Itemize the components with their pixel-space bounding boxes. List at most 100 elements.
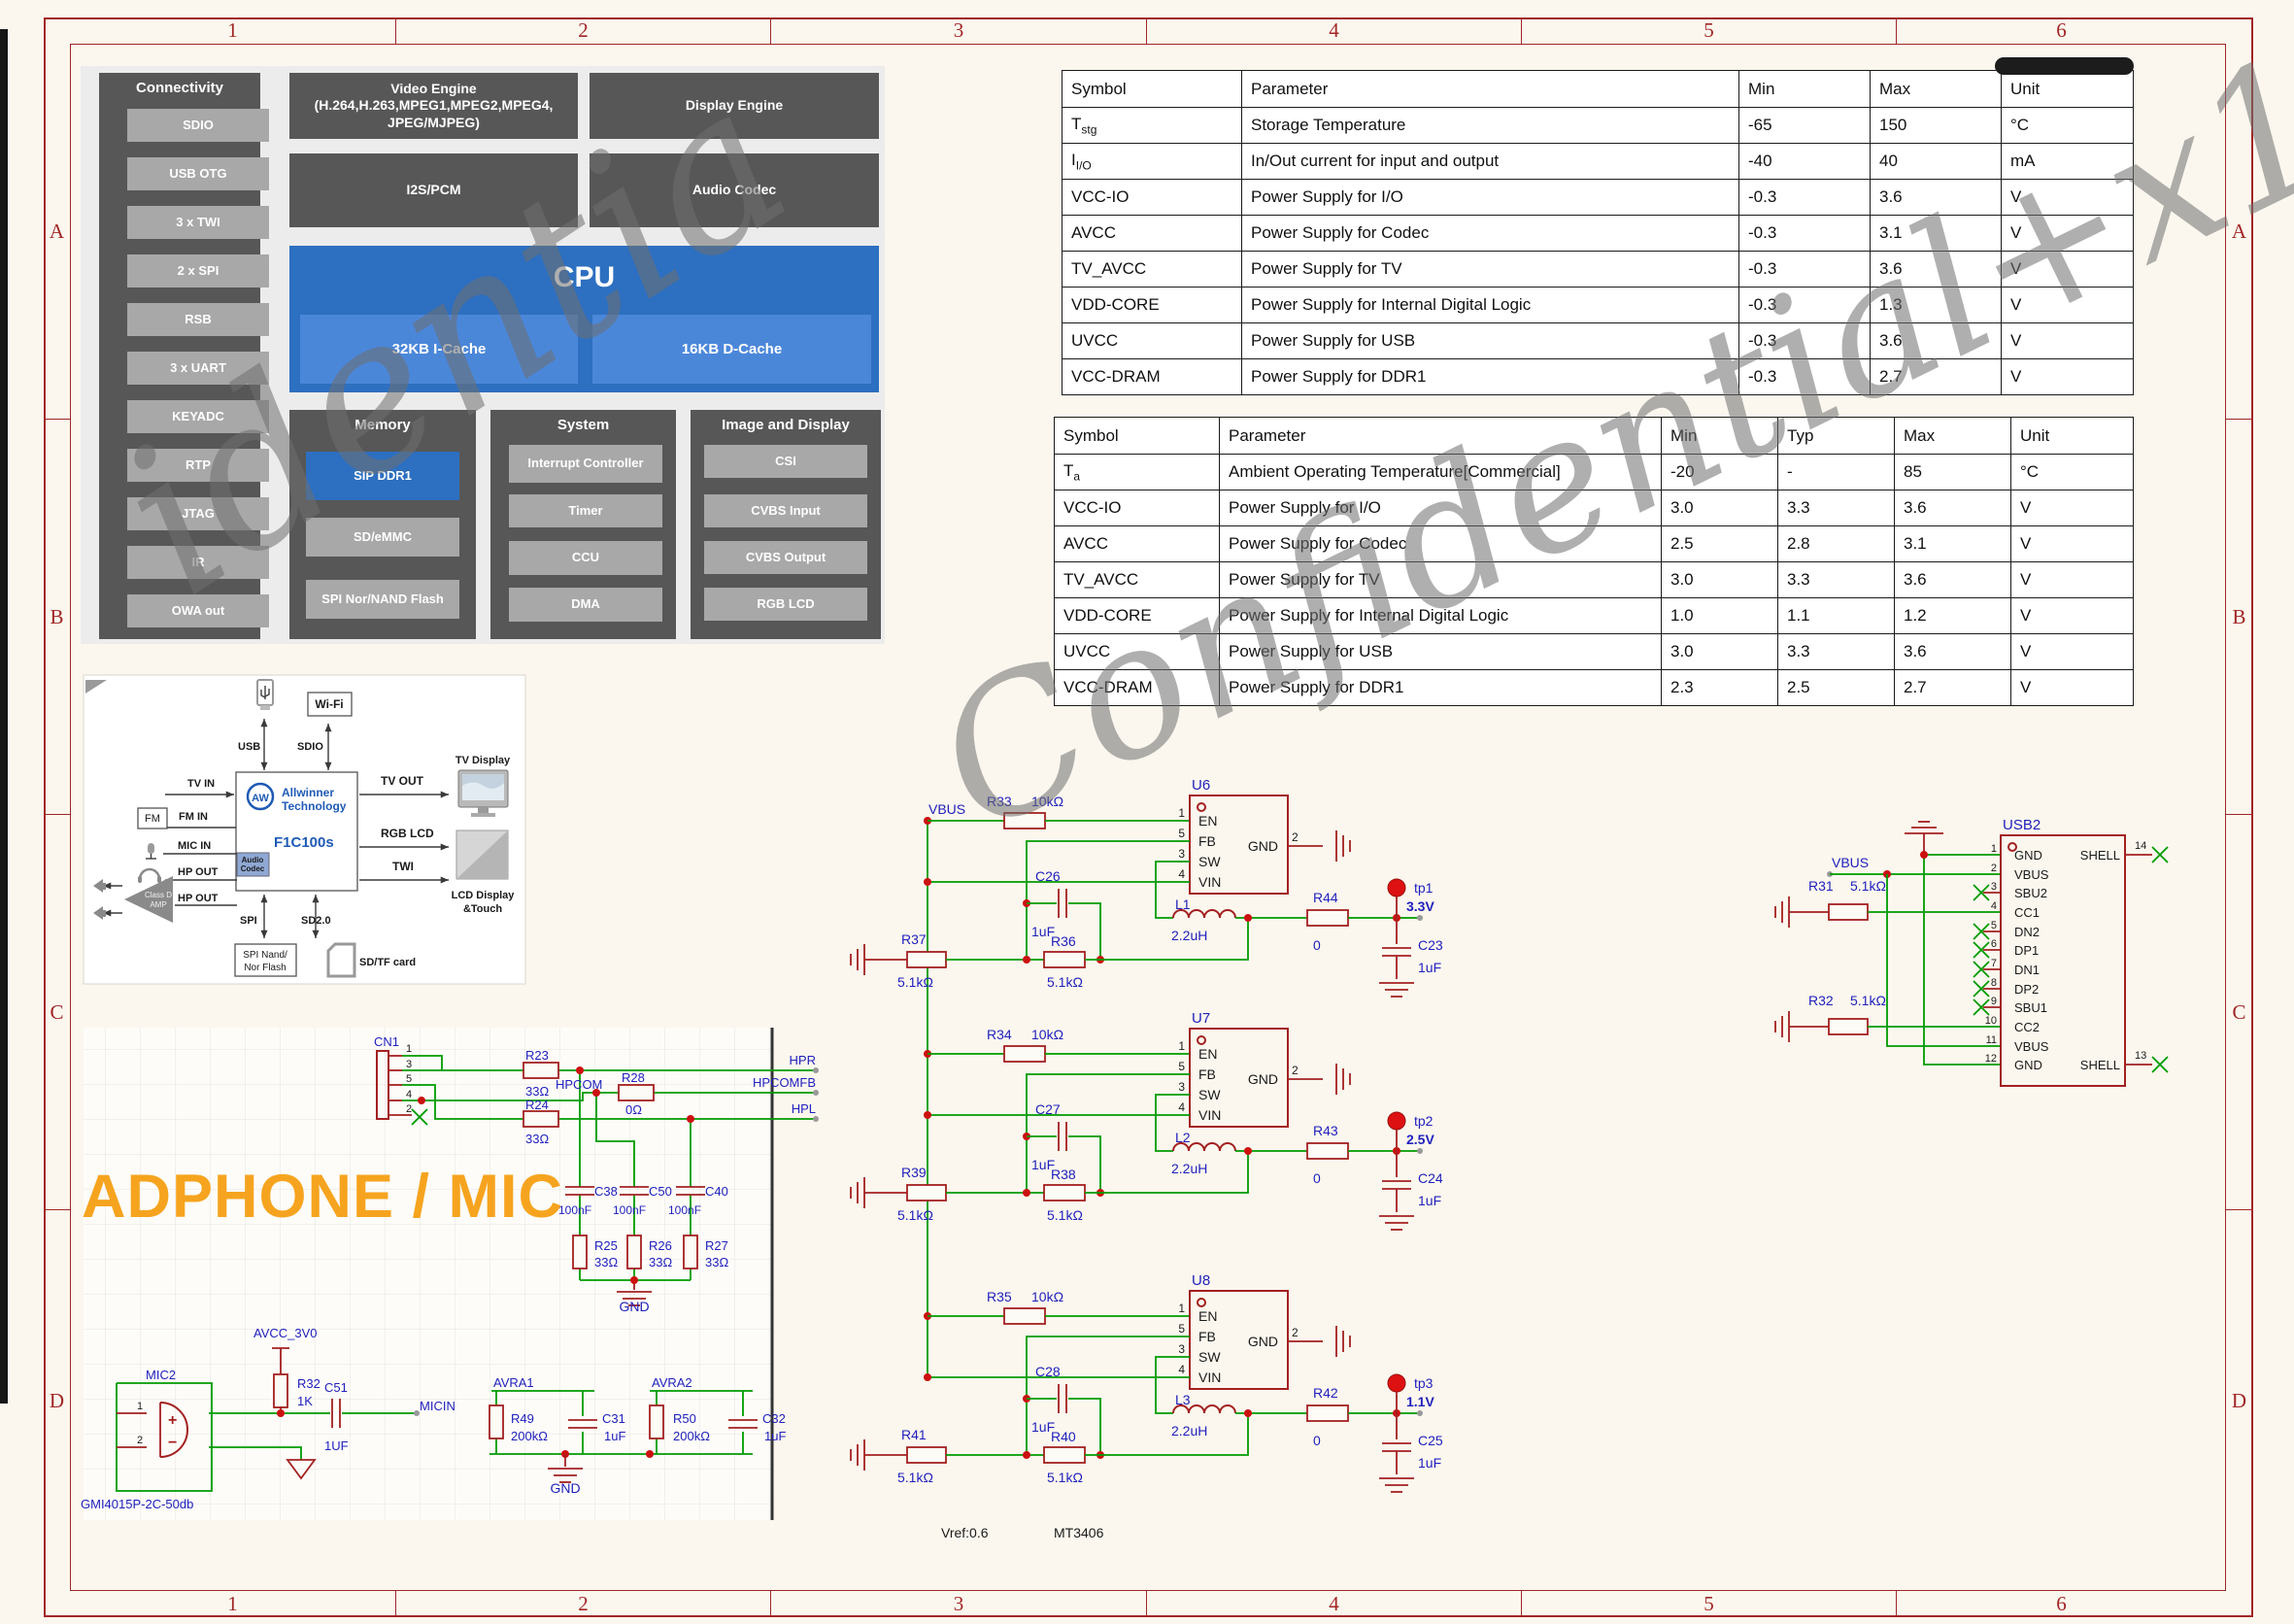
schematic-label: 2.5V <box>1406 1132 1434 1147</box>
schematic-label: 5.1kΩ <box>897 1470 933 1485</box>
symbol-cell: UVCC <box>1062 322 1242 359</box>
schematic-label: HPL <box>792 1101 816 1116</box>
schematic-label: + <box>168 1412 177 1429</box>
schematic-label: 1 <box>406 1043 412 1055</box>
schematic-label: 0 <box>1313 1433 1321 1448</box>
schematic-label: 7 <box>1991 958 1997 969</box>
resistor <box>273 1373 288 1408</box>
schematic-label: CC2 <box>2014 1020 2040 1034</box>
resistor <box>572 1235 588 1269</box>
pin1-marker <box>1197 1035 1206 1045</box>
schematic-label: R25 <box>594 1238 618 1253</box>
bd-sub-block: CVBS Output <box>704 541 867 574</box>
schematic-label: R37 <box>901 931 927 947</box>
schematic-label: FB <box>1198 1329 1216 1344</box>
schematic-label: MIC IN <box>178 840 211 852</box>
connectivity-item: RTP <box>127 449 269 482</box>
zone-col-label: 2 <box>396 17 771 44</box>
value-cell: 2.7 <box>1870 358 2002 395</box>
wire <box>1155 1356 1190 1414</box>
schematic-label: GND <box>1248 1071 1278 1087</box>
schematic-label: L1 <box>1175 897 1191 912</box>
schematic-label: 33Ω <box>705 1255 728 1269</box>
zone-col-label: 6 <box>2056 1592 2067 1615</box>
diagram-box <box>137 807 168 829</box>
schematic-label: VIN <box>1198 874 1221 890</box>
schematic-label: Codec <box>241 864 265 873</box>
regulator-ic <box>1189 1028 1289 1128</box>
arrow-head <box>312 930 320 938</box>
value-cell: 150 <box>1870 107 2002 144</box>
value-cell: V <box>2010 597 2134 634</box>
value-cell: 2.5 <box>1661 525 1778 562</box>
schematic-label: SHELL <box>2080 848 2120 863</box>
wire <box>1886 874 2001 1047</box>
value-cell: 2.3 <box>1661 669 1778 706</box>
icache-block: 32KB I-Cache <box>300 315 578 384</box>
triangle-symbol <box>286 1459 317 1480</box>
wire <box>1973 923 1990 940</box>
junction-dot <box>924 1373 931 1381</box>
schematic-label: 33Ω <box>594 1255 618 1269</box>
schematic-label: TV OUT <box>381 774 424 788</box>
schematic-label: DP1 <box>2014 943 2039 958</box>
schematic-label: 2.2uH <box>1171 1423 1207 1438</box>
inductor <box>1172 1404 1236 1414</box>
schematic-label: MICIN <box>420 1399 455 1413</box>
schematic-label: R50 <box>673 1411 696 1426</box>
zone-row-label: C <box>44 815 70 1210</box>
schematic-label: 4 <box>1178 1363 1185 1376</box>
speaker-icon <box>102 883 106 890</box>
schematic-label: SBU1 <box>2014 1000 2047 1015</box>
speaker-icon <box>93 879 103 893</box>
pin1-marker <box>2007 842 2017 852</box>
symbol-cell: VCC-DRAM <box>1054 669 1220 706</box>
resistor <box>1043 951 1086 968</box>
value-cell: 1.1 <box>1777 597 1895 634</box>
arrow-head <box>324 724 332 732</box>
schematic-label: FB <box>1198 1066 1216 1082</box>
schematic-label: R28 <box>622 1070 645 1085</box>
resistor <box>1306 1404 1349 1422</box>
tv-display-icon <box>478 807 489 813</box>
value-cell: V <box>2001 215 2134 252</box>
value-cell: Power Supply for DDR1 <box>1219 669 1662 706</box>
schematic-label: 3 <box>1178 1342 1185 1356</box>
schematic-label: 10kΩ <box>1031 1289 1063 1304</box>
schematic-label: 3 <box>1178 1080 1185 1094</box>
schematic-label: C38 <box>594 1184 618 1199</box>
schematic-label: GND <box>550 1480 580 1496</box>
value-cell: V <box>2001 322 2134 359</box>
audio-codec-box <box>236 852 270 877</box>
schematic-label: FM <box>145 813 160 825</box>
wire <box>1068 1135 1101 1193</box>
schematic-label: 5.1kΩ <box>897 974 933 990</box>
connectivity-title: Connectivity <box>135 80 223 96</box>
schematic-label: 9 <box>1991 996 1997 1007</box>
diagram-box <box>307 692 353 717</box>
schematic-label: AVCC_3V0 <box>253 1326 318 1340</box>
resistor <box>618 1084 655 1101</box>
schematic-label: MT3406 <box>1054 1525 1104 1540</box>
schematic-label: 33Ω <box>525 1084 549 1099</box>
schematic-label: tp3 <box>1414 1375 1434 1391</box>
test-point <box>1387 878 1406 897</box>
schematic-label: 200kΩ <box>511 1429 548 1443</box>
bd-sub-block: CCU <box>509 541 662 575</box>
frame-outer-border <box>44 17 2253 1617</box>
wire <box>264 689 270 697</box>
speaker-icon <box>102 910 106 917</box>
wire <box>1085 918 1249 961</box>
schematic-label: 1uF <box>1418 1193 1441 1208</box>
bd-sub-block: RGB LCD <box>704 588 867 621</box>
schematic-label: 1uF <box>1031 1157 1055 1172</box>
schematic-label: tp1 <box>1414 880 1434 896</box>
schematic-label: 3 <box>1178 847 1185 861</box>
wire <box>1155 861 1190 919</box>
value-cell: -40 <box>1738 143 1871 180</box>
